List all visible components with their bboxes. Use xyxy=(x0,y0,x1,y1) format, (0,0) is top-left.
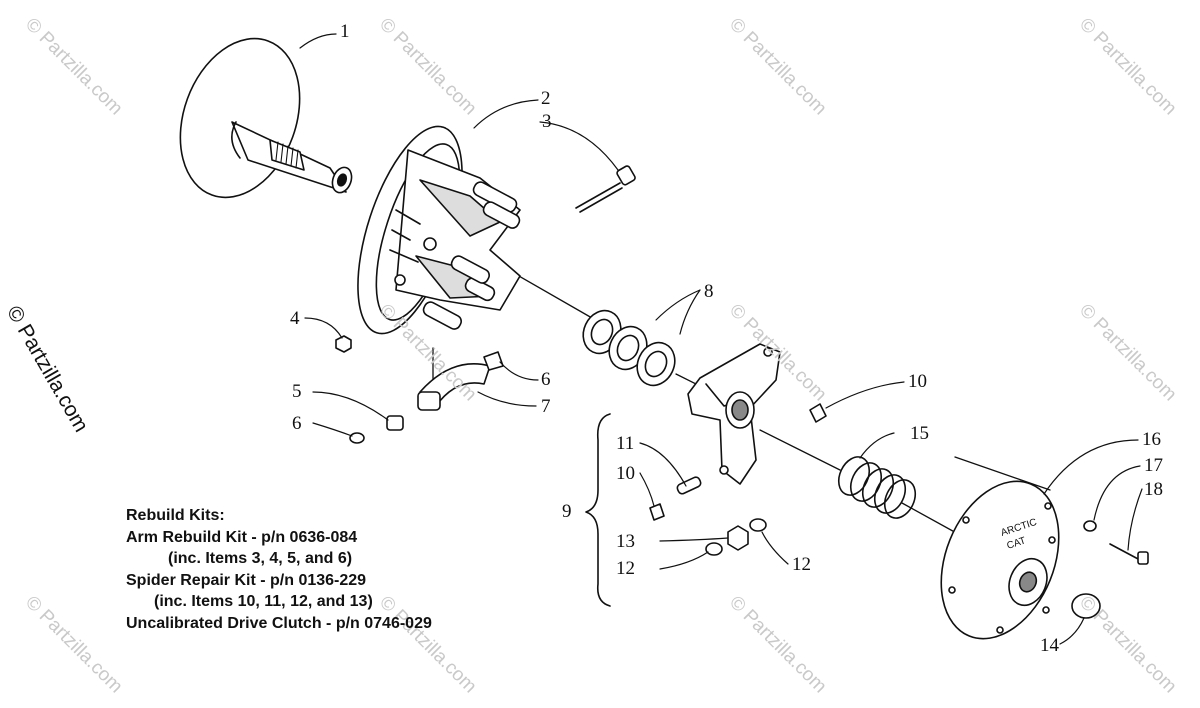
callout-12: 12 xyxy=(616,558,635,579)
callout-10: 10 xyxy=(616,463,635,484)
arm-bolt xyxy=(575,165,636,213)
spider-button-lower xyxy=(649,503,665,521)
spider-nut xyxy=(727,525,749,551)
arm-washers xyxy=(349,351,504,444)
spider-repair-kit: Spider Repair Kit - p/n 0136-229 xyxy=(126,571,367,589)
cam-arm xyxy=(417,363,491,411)
callout-15: 15 xyxy=(910,423,929,444)
spider-shims xyxy=(582,309,676,387)
arm-nut xyxy=(335,335,352,353)
housing-pins xyxy=(422,181,521,330)
callout-11: 11 xyxy=(616,433,635,454)
arm-bushing xyxy=(386,415,404,431)
callout-12: 12 xyxy=(792,554,811,575)
leader-lines xyxy=(299,33,1143,645)
callout-2: 2 xyxy=(541,88,551,109)
callout-17: 17 xyxy=(1144,455,1163,476)
spider-washer-right xyxy=(749,518,767,532)
callout-8: 8 xyxy=(704,281,714,302)
rebuild-kits-heading: Rebuild Kits: xyxy=(126,507,225,524)
spider-repair-kit-note: (inc. Items 10, 11, 12, and 13) xyxy=(154,593,373,610)
callout-6: 6 xyxy=(541,369,551,390)
clutch-cover xyxy=(940,480,1060,640)
callout-4: 4 xyxy=(290,308,300,329)
cover-screw xyxy=(1109,543,1149,565)
spider-pin xyxy=(676,476,702,495)
clutch-housing xyxy=(357,125,521,335)
spider-button-upper xyxy=(809,403,827,423)
callout-5: 5 xyxy=(292,381,302,402)
cover-bushing xyxy=(1071,593,1101,619)
callout-6: 6 xyxy=(292,413,302,434)
callout-18: 18 xyxy=(1144,479,1163,500)
callout-10: 10 xyxy=(908,371,927,392)
callout-1: 1 xyxy=(340,21,350,42)
callout-13: 13 xyxy=(616,531,635,552)
uncalibrated-drive-clutch: Uncalibrated Drive Clutch - p/n 0746-029 xyxy=(126,614,432,632)
callout-14: 14 xyxy=(1040,635,1059,656)
moveable-sheave xyxy=(179,37,353,199)
cover-lockwasher xyxy=(1083,520,1097,532)
rebuild-kits-note: Rebuild Kits: Arm Rebuild Kit - p/n 0636… xyxy=(126,505,432,634)
group-9-brace xyxy=(585,413,611,607)
callout-16: 16 xyxy=(1142,429,1161,450)
spider xyxy=(687,343,781,485)
callout-3: 3 xyxy=(542,111,552,132)
arm-rebuild-kit: Arm Rebuild Kit - p/n 0636-084 xyxy=(126,528,358,546)
clutch-spring xyxy=(837,456,917,519)
callout-9: 9 xyxy=(562,501,572,522)
callout-7: 7 xyxy=(541,396,551,417)
arm-rebuild-kit-note: (inc. Items 3, 4, 5, and 6) xyxy=(168,550,353,567)
spider-washer-left xyxy=(705,542,723,556)
